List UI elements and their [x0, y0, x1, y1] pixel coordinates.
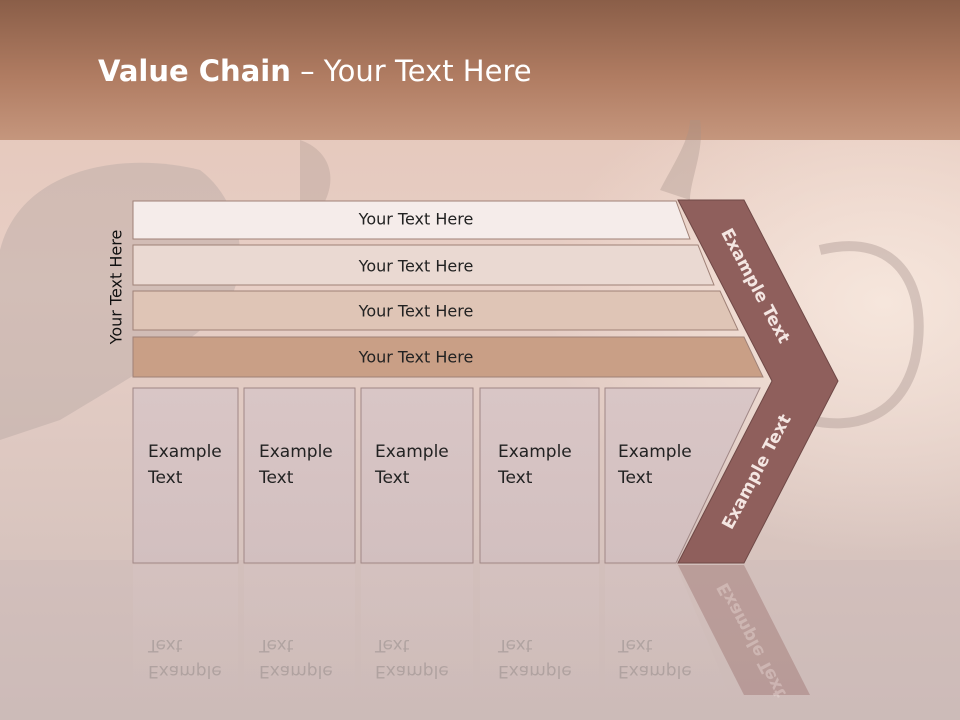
box-4-reflection-line2: Text: [498, 635, 533, 655]
bar-4-label: Your Text Here: [358, 347, 474, 367]
box-5-line1: Example: [618, 442, 692, 462]
box-1-reflection-text: Example Text: [148, 632, 222, 684]
box-2-reflection-line1: Example: [259, 661, 333, 681]
box-4-line1: Example: [498, 442, 572, 462]
box-2-reflection: [244, 565, 355, 695]
box-3-line2: Text: [375, 468, 410, 488]
box-3-line1: Example: [375, 442, 449, 462]
box-1-reflection-line2: Text: [148, 635, 183, 655]
box-5-reflection-line2: Text: [618, 635, 653, 655]
box-1-reflection-line1: Example: [148, 661, 222, 681]
box-5-line2: Text: [618, 468, 653, 488]
box-2-reflection-line2: Text: [259, 635, 294, 655]
box-3-reflection: [361, 565, 473, 695]
box-4-reflection: [480, 565, 599, 695]
box-1-line2: Text: [148, 468, 183, 488]
bar-4: [132, 336, 764, 378]
box-2-reflection-text: Example Text: [259, 632, 333, 684]
box-3-reflection-line1: Example: [375, 661, 449, 681]
box-5-reflection-text: Example Text: [618, 632, 692, 684]
bar-3-label: Your Text Here: [358, 301, 474, 321]
box-1-line1: Example: [148, 442, 222, 462]
box-1: [132, 387, 239, 564]
title-rest: – Your Text Here: [290, 54, 532, 88]
box-5-reflection-line1: Example: [618, 661, 692, 681]
bar-1: [132, 200, 691, 240]
box-4-reflection-text: Example Text: [498, 632, 572, 684]
box-2-line1: Example: [259, 442, 333, 462]
box-2: [243, 387, 356, 564]
box-5-reflection: [605, 565, 730, 695]
bar-1-label: Your Text Here: [358, 209, 474, 229]
box-4-reflection-line1: Example: [498, 661, 572, 681]
box-4-line2: Text: [498, 468, 533, 488]
box-3: [360, 387, 474, 564]
chevron-reflection: [678, 565, 810, 695]
bar-2-label: Your Text Here: [358, 256, 474, 276]
bar-3: [132, 290, 739, 331]
title-bold: Value Chain: [98, 54, 291, 88]
bar-2: [132, 244, 715, 286]
box-1-reflection: [133, 565, 238, 695]
box-3-reflection-text: Example Text: [375, 632, 449, 684]
slide-title: Value Chain – Your Text Here: [98, 54, 532, 88]
box-2-line2: Text: [259, 468, 294, 488]
box-3-reflection-line2: Text: [375, 635, 410, 655]
box-5: [604, 387, 761, 564]
box-4: [479, 387, 600, 564]
chevron-arrow: [677, 199, 839, 564]
